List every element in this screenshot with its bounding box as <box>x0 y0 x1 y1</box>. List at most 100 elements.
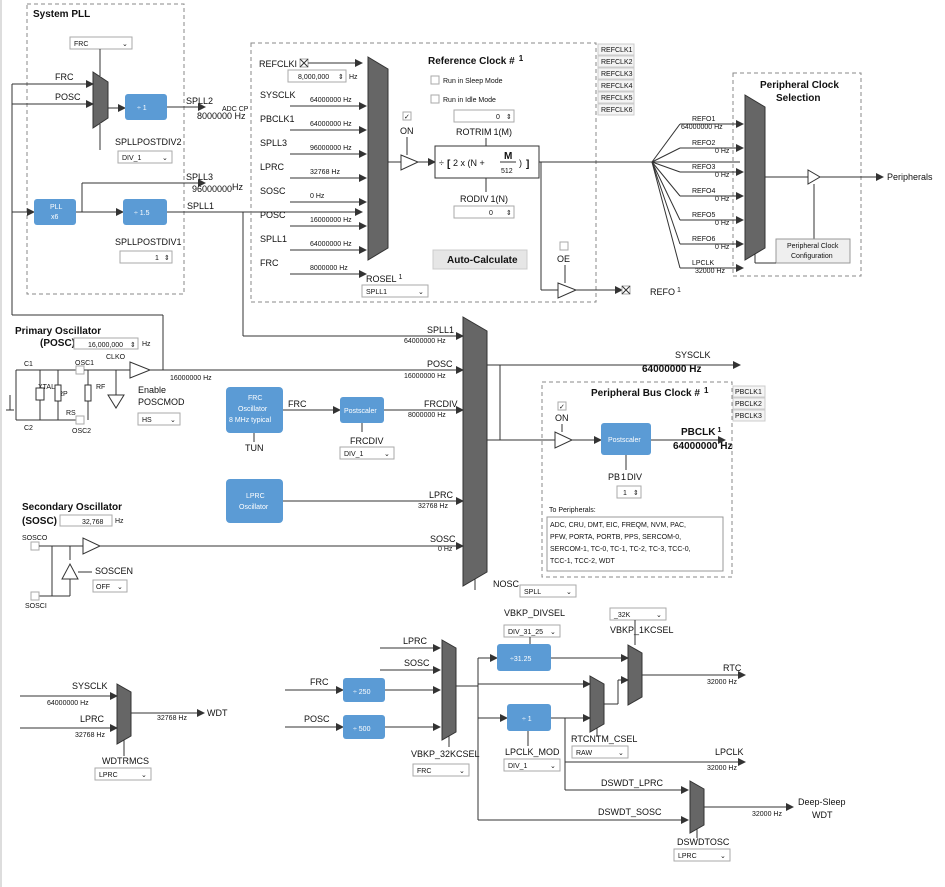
peripherals-label: Peripherals <box>887 172 933 182</box>
dswdtosc-dropdown[interactable]: LPRC ⌄ <box>673 848 731 862</box>
vbkp-divsel-value: DIV_31_25 <box>508 629 543 636</box>
sys-frcdiv-hz: 8000000 Hz <box>408 412 446 419</box>
peripherals-list-line: TCC-1, TCC-2, WDT <box>550 558 616 565</box>
formula-m: M <box>504 151 512 162</box>
run-idle-checkbox[interactable] <box>430 94 440 104</box>
wdtrmcs-dropdown[interactable]: LPRC ⌄ <box>94 767 152 781</box>
sosc-freq-input[interactable]: 32,768 <box>59 514 113 527</box>
rotrim-spinner[interactable]: 0 ⇕ <box>453 109 515 123</box>
sosci-pin-icon <box>30 591 40 601</box>
vbkp-32kcsel-value: FRC <box>417 768 431 775</box>
refclk-tab[interactable]: REFCLK5 <box>597 91 635 104</box>
spll-frc-label: FRC <box>55 72 74 82</box>
refo-hz: 64000000 Hz <box>681 124 723 131</box>
spll3-hz-unit: Hz <box>232 182 243 192</box>
div250-label: ÷ 250 <box>353 689 371 696</box>
frcdiv-label: FRCDIV <box>350 436 384 446</box>
spll-postdiv1-label: SPLLPOSTDIV1 <box>115 237 182 247</box>
refclk-input-hz: 64000000 Hz <box>310 241 352 248</box>
check-icon: ✓ <box>404 114 410 121</box>
poscmod-dropdown[interactable]: HS ⌄ <box>137 412 181 426</box>
soscen-dropdown[interactable]: OFF ⌄ <box>92 579 128 593</box>
refclk-input-label: FRC <box>260 258 279 268</box>
refclk-input-label: SPLL3 <box>260 138 287 148</box>
refclk-input-hz: 0 Hz <box>310 193 325 200</box>
nosc-label: NOSC <box>493 579 520 589</box>
peripheral-clock-config-button[interactable]: Peripheral Clock Configuration <box>775 238 851 264</box>
spll1-label: SPLL1 <box>187 201 214 211</box>
refclk-input-hz: 32768 Hz <box>310 169 340 176</box>
refclk-tab[interactable]: REFCLK6 <box>597 103 635 116</box>
pbclk-tab[interactable]: PBCLK3 <box>732 409 766 422</box>
refclki-freq-input[interactable]: 8,000,000 ⇕ <box>287 69 347 83</box>
pll-mult: x6 <box>51 214 59 221</box>
spll-posc-label: POSC <box>55 92 81 102</box>
lpclk-mod-dropdown[interactable]: DIV_1 ⌄ <box>503 758 561 772</box>
refclk-tab-label: REFCLK1 <box>601 47 633 54</box>
rtcntm-csel-dropdown[interactable]: RAW ⌄ <box>571 745 629 759</box>
refclk-oe-checkbox[interactable] <box>559 241 569 251</box>
formula-bracket-end: ] <box>526 159 529 170</box>
rodiv-value: 0 <box>489 210 493 217</box>
pbclk-on-checkbox[interactable] <box>557 401 567 411</box>
rodiv-spinner[interactable]: 0 ⇕ <box>453 205 515 219</box>
rosel-dropdown[interactable]: SPLL1 ⌄ <box>361 284 429 298</box>
xtal-label: XTAL <box>38 384 55 391</box>
refclk-panel <box>250 42 597 303</box>
vbkp-divsel-dropdown[interactable]: DIV_31_25 ⌄ <box>503 624 561 638</box>
refclk-tab[interactable]: REFCLK4 <box>597 79 635 92</box>
refo-hz: 0 Hz <box>715 244 730 251</box>
refclk-tab[interactable]: REFCLK1 <box>597 43 635 56</box>
refclk-tab[interactable]: REFCLK3 <box>597 67 635 80</box>
refclk-input-hz: 16000000 Hz <box>310 217 352 224</box>
nosc-dropdown[interactable]: SPLL ⌄ <box>519 584 577 598</box>
refclk-input-label: LPRC <box>260 162 285 172</box>
chevron-down-icon: ⌄ <box>117 584 123 591</box>
refo-name: LPCLK <box>692 260 715 267</box>
vbkp-1kcsel-dropdown[interactable]: _32K ⌄ <box>609 607 667 621</box>
refclk-input-label: PBCLK1 <box>260 114 295 124</box>
auto-calculate-button[interactable]: Auto-Calculate <box>432 249 528 270</box>
frc-postscaler-block <box>340 397 384 423</box>
rotrim-value: 0 <box>496 114 500 121</box>
refclk-tab[interactable]: REFCLK2 <box>597 55 635 68</box>
pbdiv-spinner[interactable]: 1 ⇕ <box>616 485 642 499</box>
spll-source-dropdown[interactable]: FRC ⌄ <box>69 36 133 50</box>
pbclk-tab[interactable]: PBCLK1 <box>732 385 766 398</box>
rtc-hz: 32000 Hz <box>707 679 737 686</box>
formula-512: 512 <box>501 168 513 175</box>
wdtrmcs-label: WDTRMCS <box>102 756 149 766</box>
peripherals-list-line: ADC, CRU, DMT, EIC, FREQM, NVM, PAC, <box>550 522 686 529</box>
osc1-label: OSC1 <box>75 360 94 367</box>
crystal-circuit <box>15 369 89 421</box>
vbkp-32kcsel-dropdown[interactable]: FRC ⌄ <box>412 763 470 777</box>
soscen-label: SOSCEN <box>95 566 133 576</box>
frc-l1: FRC <box>248 395 262 402</box>
pbclk-tab[interactable]: PBCLK2 <box>732 397 766 410</box>
deep-sleep-label: Deep-Sleep <box>798 797 846 807</box>
rtcntm-csel-label: RTCNTM_CSEL <box>571 734 637 744</box>
div1-label: ÷ 1 <box>522 716 532 723</box>
spll-postdiv2-dropdown[interactable]: DIV_1 ⌄ <box>117 150 173 164</box>
refo-name: REFO2 <box>692 140 715 147</box>
wdt-sysclk-label: SYSCLK <box>72 681 108 691</box>
wdt-label: WDT <box>207 708 228 718</box>
rosel-mux <box>367 56 389 261</box>
spll-postdiv1-value: 1 <box>155 255 159 262</box>
wdt-lprc-label: LPRC <box>80 714 105 724</box>
refo-hz: 0 Hz <box>715 220 730 227</box>
refclk-tab-label: REFCLK5 <box>601 95 633 102</box>
sys-lprc-hz: 32768 Hz <box>418 503 448 510</box>
lpclk-mod-label: LPCLK_MOD <box>505 747 560 757</box>
refclk-on-checkbox[interactable] <box>402 111 412 121</box>
spll-postdiv1-spinner[interactable]: 1 ⇕ <box>119 250 173 264</box>
posc-freq-input[interactable]: 16,000,000 ⇕ <box>73 337 139 350</box>
posc-enable-label: Enable <box>138 385 166 395</box>
spll3-label: SPLL3 <box>186 172 213 182</box>
run-sleep-checkbox[interactable] <box>430 75 440 85</box>
tun-label: TUN <box>245 443 264 453</box>
frcdiv-dropdown[interactable]: DIV_1 ⌄ <box>339 446 395 460</box>
chevron-down-icon: ⌄ <box>384 451 390 458</box>
